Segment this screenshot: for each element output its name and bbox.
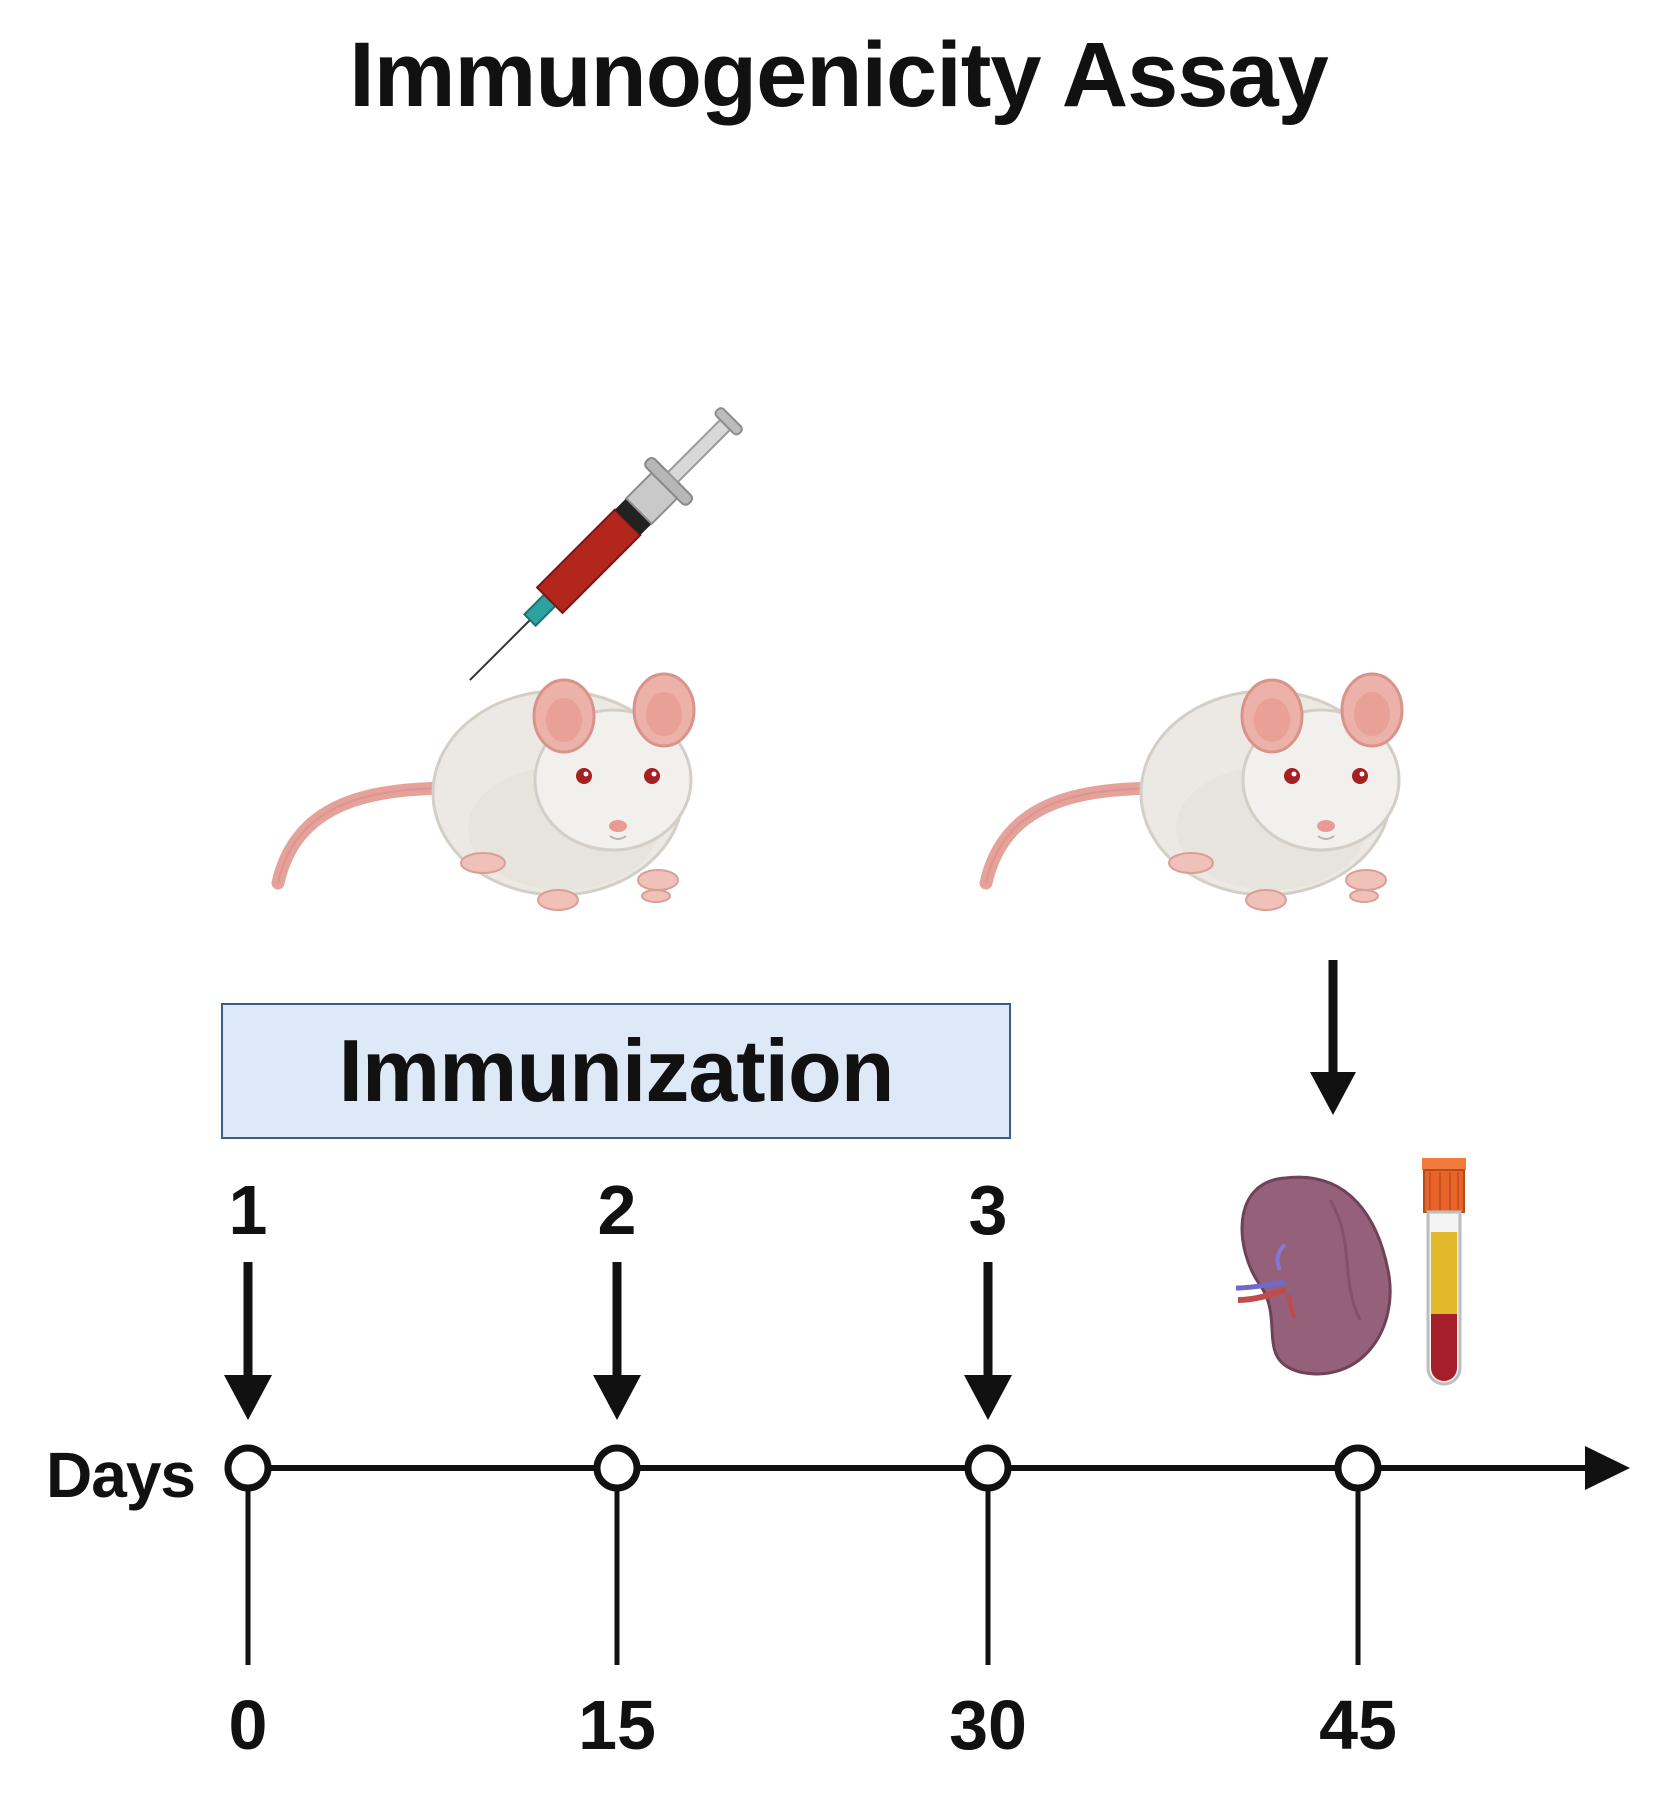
day-tick-label: 45 — [1319, 1686, 1397, 1764]
axis-label-days: Days — [46, 1439, 196, 1511]
syringe-icon — [469, 407, 743, 681]
dose-label-1: 1 — [228, 1171, 268, 1249]
day-tick-label: 30 — [949, 1686, 1027, 1764]
mouse-icon — [986, 674, 1402, 910]
spleen-icon — [1235, 1175, 1392, 1376]
day-tick-label: 15 — [578, 1686, 656, 1764]
mouse-icon — [278, 674, 694, 910]
blood-tube-icon — [1422, 1158, 1466, 1386]
sampling-arrow — [1310, 960, 1356, 1115]
dose-label-2: 2 — [597, 1171, 637, 1249]
timeline-axis — [224, 1444, 1630, 1665]
dose-arrows — [224, 1262, 1012, 1420]
day-tick-label: 0 — [228, 1686, 268, 1764]
immunization-phase-box: Immunization — [221, 1003, 1011, 1139]
immunization-label: Immunization — [338, 1021, 894, 1120]
dose-label-3: 3 — [968, 1171, 1008, 1249]
diagram-title: Immunogenicity Assay — [349, 24, 1329, 126]
